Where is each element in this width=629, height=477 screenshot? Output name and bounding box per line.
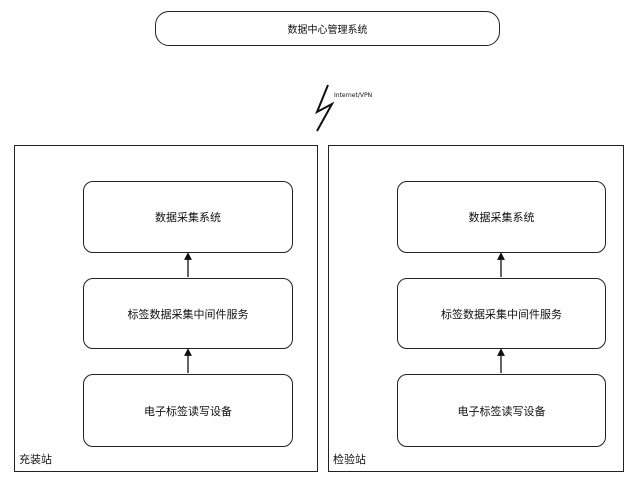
station-2-rfid-reader-label: 电子标签读写设备	[457, 404, 546, 418]
station-2-rfid-reader-device: 电子标签读写设备	[397, 374, 606, 447]
station-2-middleware-service: 标签数据采集中间件服务	[397, 278, 606, 349]
station-2-data-collection-label: 数据采集系统	[468, 211, 535, 224]
station-1-rfid-reader-label: 电子标签读写设备	[144, 404, 232, 418]
data-center-management-system-box: 数据中心管理系统	[155, 11, 500, 46]
station-1-middleware-label: 标签数据采集中间件服务	[127, 307, 249, 321]
station-2-middleware-label: 标签数据采集中间件服务	[441, 307, 562, 321]
station-1-data-collection-label: 数据采集系统	[155, 211, 221, 224]
station-2-data-collection-system: 数据采集系统	[397, 181, 606, 253]
station-1-name: 充装站	[19, 453, 52, 466]
station-2-name: 检验站	[333, 453, 366, 466]
station-1-data-collection-system: 数据采集系统	[83, 181, 293, 253]
network-label: Internet/VPN	[334, 92, 373, 99]
station-1-rfid-reader-device: 电子标签读写设备	[83, 374, 293, 447]
lightning-bolt-icon	[315, 84, 335, 132]
data-center-management-system-label: 数据中心管理系统	[287, 25, 368, 36]
